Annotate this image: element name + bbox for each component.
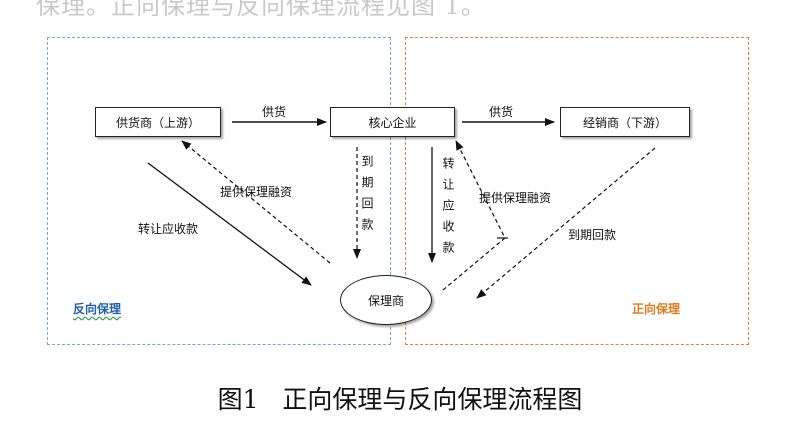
label-forward-financing: 提供保理融资: [479, 191, 552, 205]
reverse-factoring-region: [47, 37, 391, 345]
arrow-forward-repayment: [476, 147, 656, 299]
label-reverse-transfer: 转让应收款: [138, 222, 199, 236]
arrow-reverse-financing: [181, 140, 331, 264]
arrow-reverse-transfer: [147, 162, 312, 286]
label-core-to-dealer: 供货: [489, 105, 514, 119]
reverse-factoring-label: 反向保理: [73, 302, 122, 316]
core-enterprise-node: 核心企业: [330, 107, 455, 137]
label-reverse-financing: 提供保理融资: [220, 185, 293, 199]
header-fragment-clip: 保理。正向保理与反向保理流程见图 1。: [0, 0, 800, 16]
forward-factoring-region: [405, 37, 749, 345]
supplier-node: 供货商（上游）: [95, 107, 221, 137]
figure-caption: 图1 正向保理与反向保理流程图: [217, 385, 583, 414]
forward-factoring-label: 正向保理: [632, 302, 681, 316]
dealer-node: 经销商（下游）: [560, 107, 690, 137]
factor-node: 保理商: [340, 275, 432, 325]
label-forward-transfer: 转让应收款: [441, 157, 455, 262]
label-supply-to-core: 供货: [262, 105, 287, 119]
header-fragment-text: 保理。正向保理与反向保理流程见图 1。: [36, 0, 486, 16]
label-reverse-repayment: 到期回款: [360, 155, 374, 239]
label-forward-repayment: 到期回款: [568, 228, 617, 242]
